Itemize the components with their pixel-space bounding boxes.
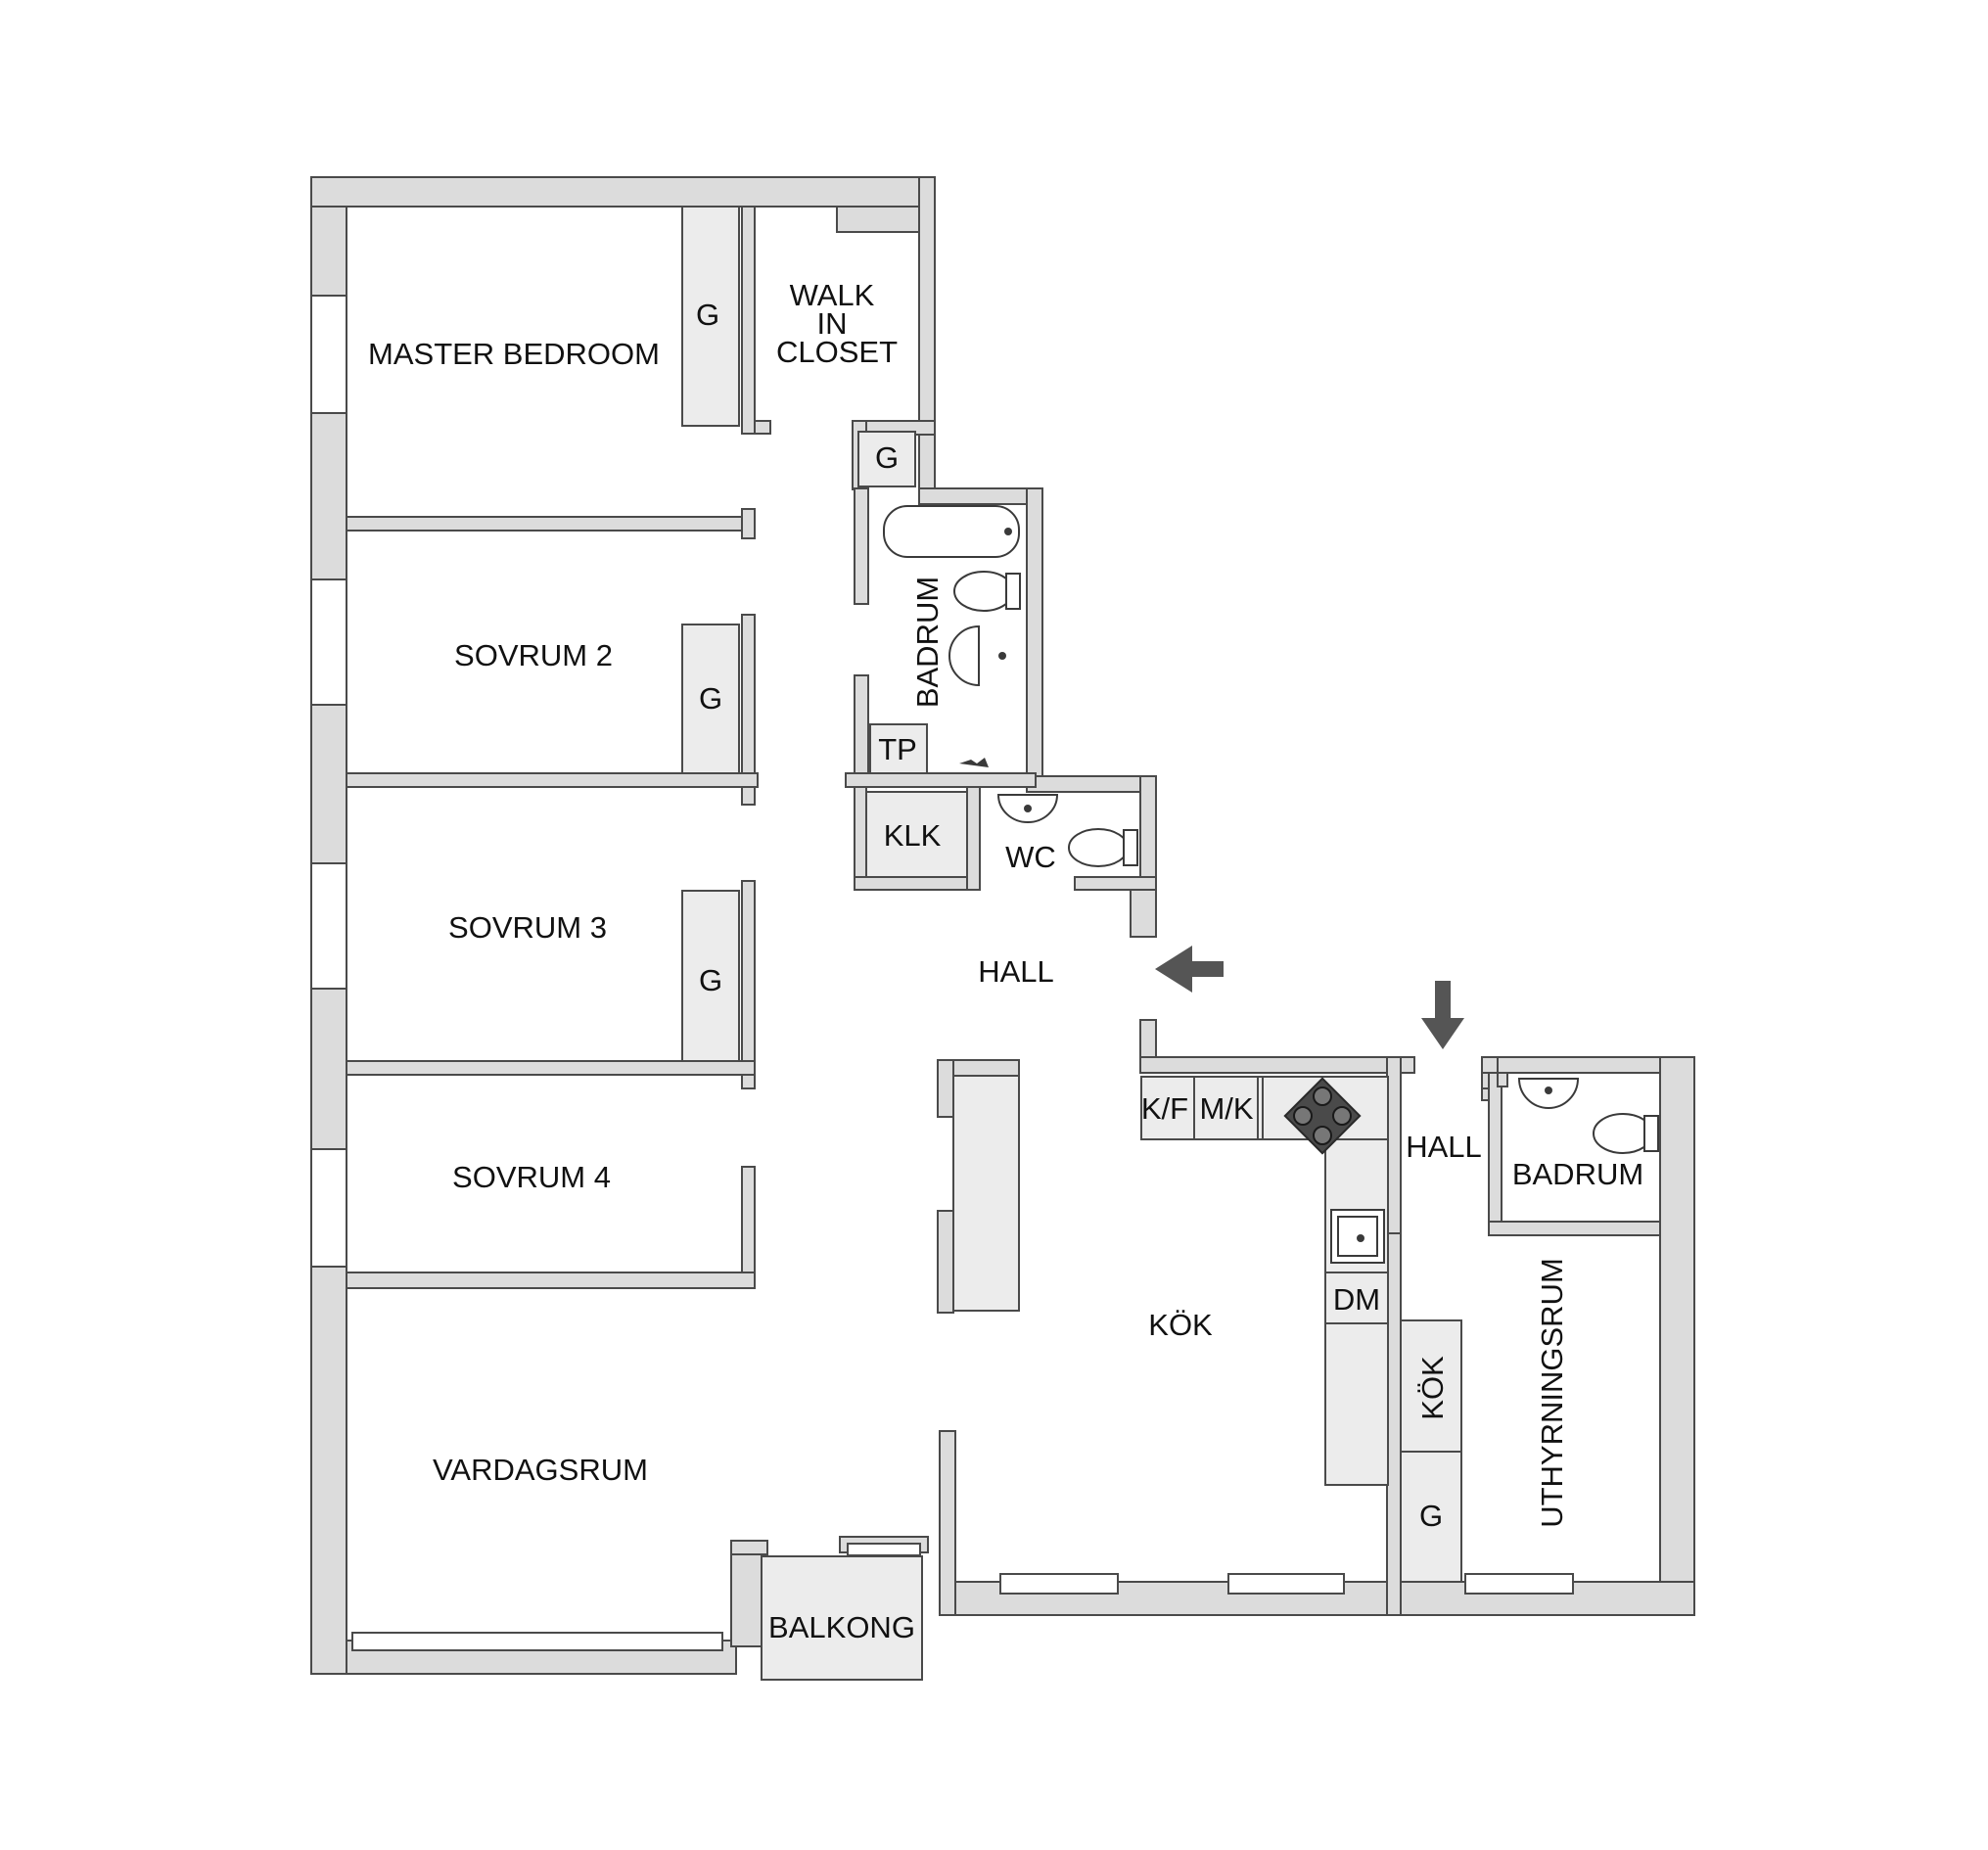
label-klk: KLK [884,818,942,853]
label-kok-main: KÖK [1148,1308,1213,1342]
label-vardagsrum: VARDAGSRUM [433,1453,648,1487]
wardrobe-sovrum2 [681,624,740,774]
label-g-master: G [696,298,719,332]
kitchen-counter-right [1324,1138,1389,1486]
sink-icon [996,794,1059,823]
rental-wardrobe [1400,1451,1462,1583]
wardrobe-master [681,206,740,427]
sink-icon [1517,1078,1580,1109]
bathtub-icon [883,505,1020,558]
toilet-icon [953,571,1021,612]
shower-icon [959,758,989,767]
toilet-icon [1593,1113,1659,1154]
label-hall-rental: HALL [1406,1130,1482,1164]
label-g-closet: G [875,440,899,475]
interior-walls [346,206,1661,1616]
label-walk-in-closet-2: IN [817,306,848,341]
label-dm: DM [1333,1282,1380,1317]
kf-mk-counter [1140,1076,1266,1140]
label-walk-in-closet-3: CLOSET [776,335,898,369]
entrance-arrow-icon [1421,981,1464,1049]
cabinets [681,206,1462,1681]
entrance-arrow-icon [1155,946,1224,993]
label-g-rental: G [1419,1499,1443,1533]
wardrobe-hall [857,431,916,487]
balkong-floor [761,1555,923,1681]
tp-cabinet [869,723,928,774]
kitchen-island [952,1075,1020,1312]
sink-icon [948,624,1006,687]
room-labels: MASTER BEDROOM WALK IN CLOSET G G BADRUM… [368,278,1643,1644]
windows [310,295,1574,1651]
label-sovrum-2: SOVRUM 2 [454,638,613,672]
outer-walls [310,176,1695,1675]
label-g-sovrum3: G [699,963,722,997]
label-sovrum-4: SOVRUM 4 [452,1160,611,1194]
label-balkong: BALKONG [768,1610,915,1644]
wardrobe-sovrum3 [681,890,740,1062]
label-tp: TP [878,732,917,766]
label-kok-rental: KÖK [1415,1356,1450,1420]
sink-icon [1330,1209,1385,1264]
stove-icon [1283,1077,1362,1155]
rental-kitchenette [1400,1319,1462,1453]
label-kf: K/F [1141,1091,1188,1126]
label-badrum-main: BADRUM [910,577,945,708]
label-walk-in-closet-1: WALK [790,278,875,312]
label-g-sovrum2: G [699,681,722,716]
label-mk: M/K [1199,1091,1253,1126]
label-wc: WC [1005,840,1056,874]
label-sovrum-3: SOVRUM 3 [448,910,607,945]
label-uthyrningsrum: UTHYRNINGSRUM [1535,1258,1569,1528]
label-hall-main: HALL [978,954,1054,989]
klk-cabinet [865,791,968,878]
toilet-icon [1068,828,1138,867]
label-badrum-rental: BADRUM [1512,1157,1643,1191]
label-master-bedroom: MASTER BEDROOM [368,337,660,371]
